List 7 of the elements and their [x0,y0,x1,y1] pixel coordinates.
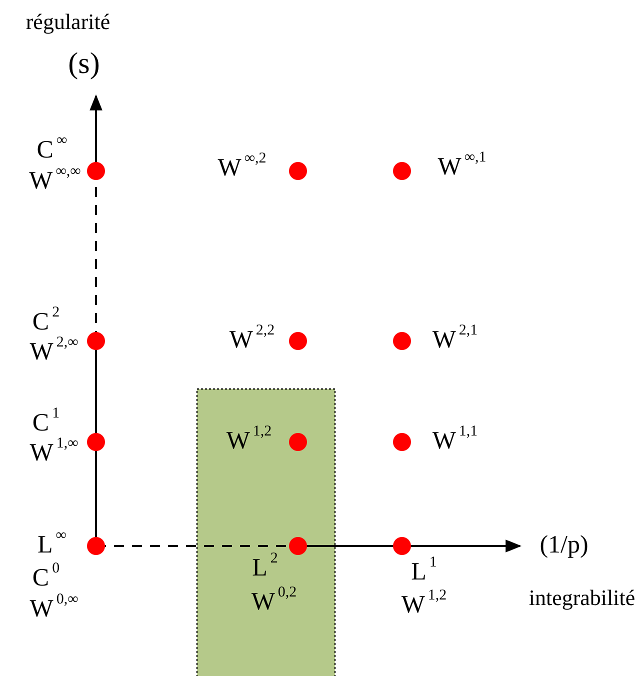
axis-title: régularité [26,11,110,33]
axis-title: (s) [68,49,100,79]
space-label: W$^{∞,∞}$ [29,168,81,194]
space-label: C$^{∞}$ [36,138,68,162]
axis-title: (1/p) [540,532,588,558]
axis-title: integrabilité [528,587,636,609]
space-label: L$^{∞}$ [38,532,66,558]
